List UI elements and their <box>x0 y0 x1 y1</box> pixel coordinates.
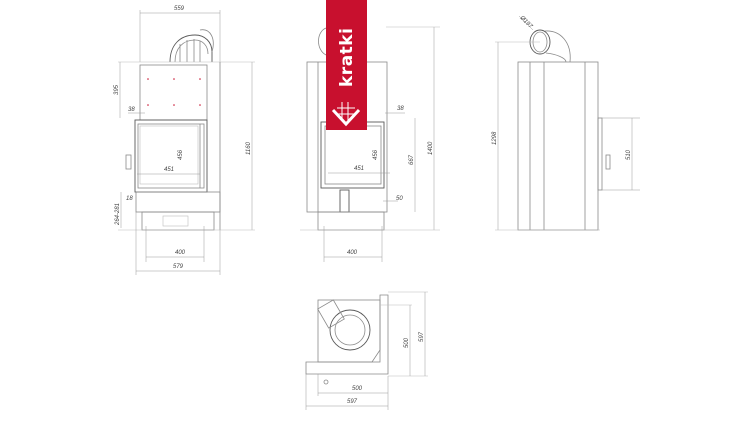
dim-sg-offset: 38 <box>397 106 404 112</box>
dim-front-offset: 38 <box>128 107 135 113</box>
dim-sg-glass-width: 451 <box>354 166 364 172</box>
dim-side-flue-diameter: Ø197 <box>518 14 534 30</box>
top-view: 500 597 500 597 <box>305 291 428 410</box>
dim-sg-glass-height: 456 <box>373 149 379 160</box>
dim-top-outer-width: 597 <box>347 399 358 405</box>
chevron-grid-icon <box>331 102 361 127</box>
dim-side-door-height: 510 <box>626 149 632 160</box>
front-view: 559 395 38 456 451 1160 <box>114 6 255 275</box>
dim-top-inner-width: 500 <box>352 386 363 392</box>
dim-front-glass-width: 451 <box>164 167 174 173</box>
side-view: Ø197 1298 510 <box>492 14 640 231</box>
dim-top-outer-depth: 597 <box>419 331 425 342</box>
dim-sg-leg-span: 400 <box>347 250 358 256</box>
brand-name: kratki <box>337 27 357 87</box>
dim-front-total-height: 1160 <box>246 141 252 155</box>
dim-sg-offset-bottom: 50 <box>396 196 403 202</box>
dim-front-side-small: 18 <box>126 196 133 202</box>
side-glass-view: 456 451 38 667 1400 50 400 <box>300 26 440 262</box>
dim-front-leg-range: 264-281 <box>115 203 121 226</box>
dim-front-bottom-width: 579 <box>173 264 184 270</box>
dim-sg-door-height: 667 <box>409 154 415 165</box>
dim-front-glass-height: 456 <box>178 149 184 160</box>
dim-top-inner-depth: 500 <box>404 337 410 348</box>
dim-front-leg-span: 400 <box>175 250 186 256</box>
dim-front-upper-height: 395 <box>114 84 120 95</box>
dim-side-total-height: 1298 <box>492 131 498 145</box>
dim-sg-total-height: 1400 <box>428 141 434 155</box>
dim-front-top-width: 559 <box>174 6 185 12</box>
kratki-logo: kratki <box>326 0 367 130</box>
